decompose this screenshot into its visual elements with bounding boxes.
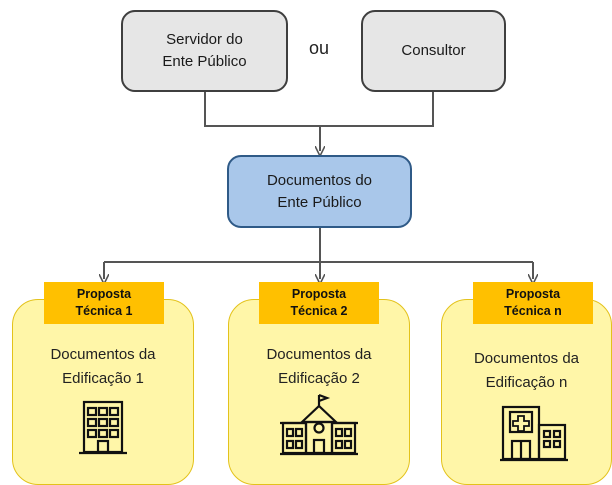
office-building-icon	[79, 400, 127, 455]
consultor-label: Consultor	[401, 42, 466, 59]
proposta-tab-1-line-2: Técnica 1	[75, 304, 133, 318]
edificacao-2-line-1: Documentos da	[266, 346, 372, 363]
documentos-ente-line-2: Ente Público	[277, 193, 362, 211]
school-building-icon	[280, 393, 358, 456]
servidor-box: Servidor do Ente Público	[121, 10, 288, 92]
proposta-card-n: Documentos da Edificação n	[441, 299, 612, 485]
proposta-tab-2-line-2: Técnica 2	[290, 304, 348, 318]
servidor-line-2: Ente Público	[162, 53, 247, 70]
edificacao-1-line-2: Edificação 1	[62, 370, 144, 387]
consultor-box: Consultor	[361, 10, 506, 92]
edificacao-text-1: Documentos da Edificação 1	[13, 343, 193, 391]
proposta-tab-n-line-2: Técnica n	[504, 304, 562, 318]
hospital-building-icon	[500, 405, 568, 462]
proposta-tab-n-line-1: Proposta	[505, 287, 561, 301]
proposta-tab-2-line-1: Proposta	[291, 287, 347, 301]
documentos-ente-line-1: Documentos do	[266, 171, 373, 189]
proposta-tab-n: Proposta Técnica n	[473, 282, 593, 324]
servidor-line-1: Servidor do	[166, 31, 243, 48]
proposta-card-1: Documentos da Edificação 1	[12, 299, 194, 485]
edificacao-text-n: Documentos da Edificação n	[442, 347, 611, 395]
ou-label: ou	[309, 38, 330, 58]
edificacao-text-2: Documentos da Edificação 2	[229, 343, 409, 391]
proposta-tab-1: Proposta Técnica 1	[44, 282, 164, 324]
proposta-tab-2: Proposta Técnica 2	[259, 282, 379, 324]
edificacao-n-line-1: Documentos da	[473, 350, 580, 367]
edificacao-n-line-2: Edificação n	[485, 374, 568, 391]
edificacao-2-line-2: Edificação 2	[278, 370, 360, 387]
proposta-tab-1-line-1: Proposta	[76, 287, 132, 301]
documentos-ente-box: Documentos do Ente Público	[227, 155, 412, 228]
edificacao-1-line-1: Documentos da	[50, 346, 156, 363]
connector-top-merge	[204, 92, 434, 127]
